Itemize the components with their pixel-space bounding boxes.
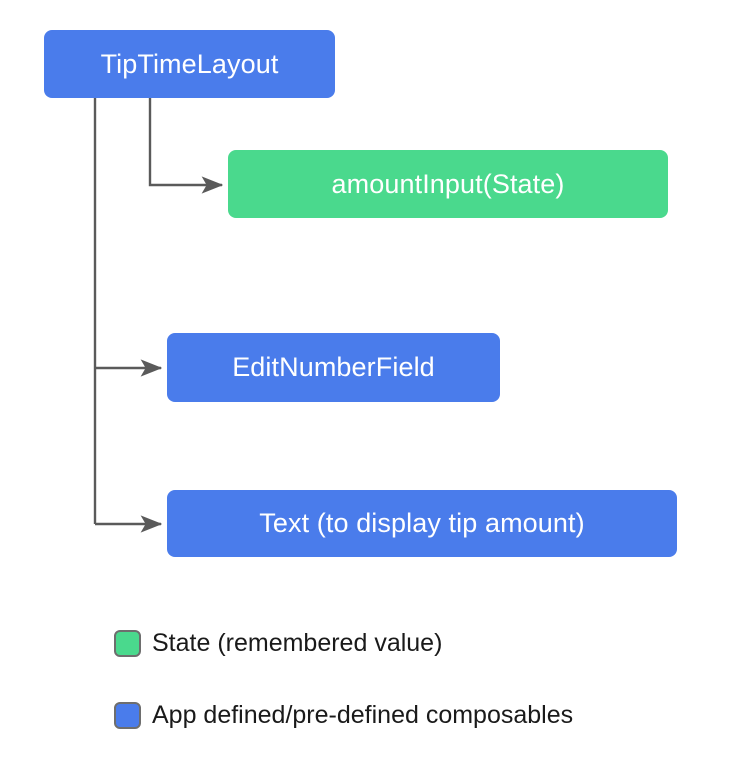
green-swatch-icon xyxy=(114,629,141,657)
legend-item-state: State (remembered value) xyxy=(114,629,573,657)
legend-item-composables-label: App defined/pre-defined composables xyxy=(152,700,574,729)
legend-item-state-label: State (remembered value) xyxy=(152,628,443,657)
node-text-display-label: Text (to display tip amount) xyxy=(259,508,585,538)
node-editnumberfield-label: EditNumberField xyxy=(232,352,435,382)
legend-item-composables: App defined/pre-defined composables xyxy=(114,701,573,729)
edge-tiptimelayout-to-amountinput xyxy=(148,98,224,194)
blue-swatch-icon xyxy=(114,701,141,729)
node-tiptimelayout-label: TipTimeLayout xyxy=(100,48,279,79)
node-tiptimelayout[interactable]: TipTimeLayout xyxy=(44,30,335,98)
node-amountinput[interactable]: amountInput(State) xyxy=(228,150,668,218)
node-editnumberfield[interactable]: EditNumberField xyxy=(167,333,500,402)
legend: State (remembered value) App defined/pre… xyxy=(114,629,573,729)
node-amountinput-label: amountInput(State) xyxy=(331,168,565,199)
node-text-display[interactable]: Text (to display tip amount) xyxy=(167,490,677,557)
